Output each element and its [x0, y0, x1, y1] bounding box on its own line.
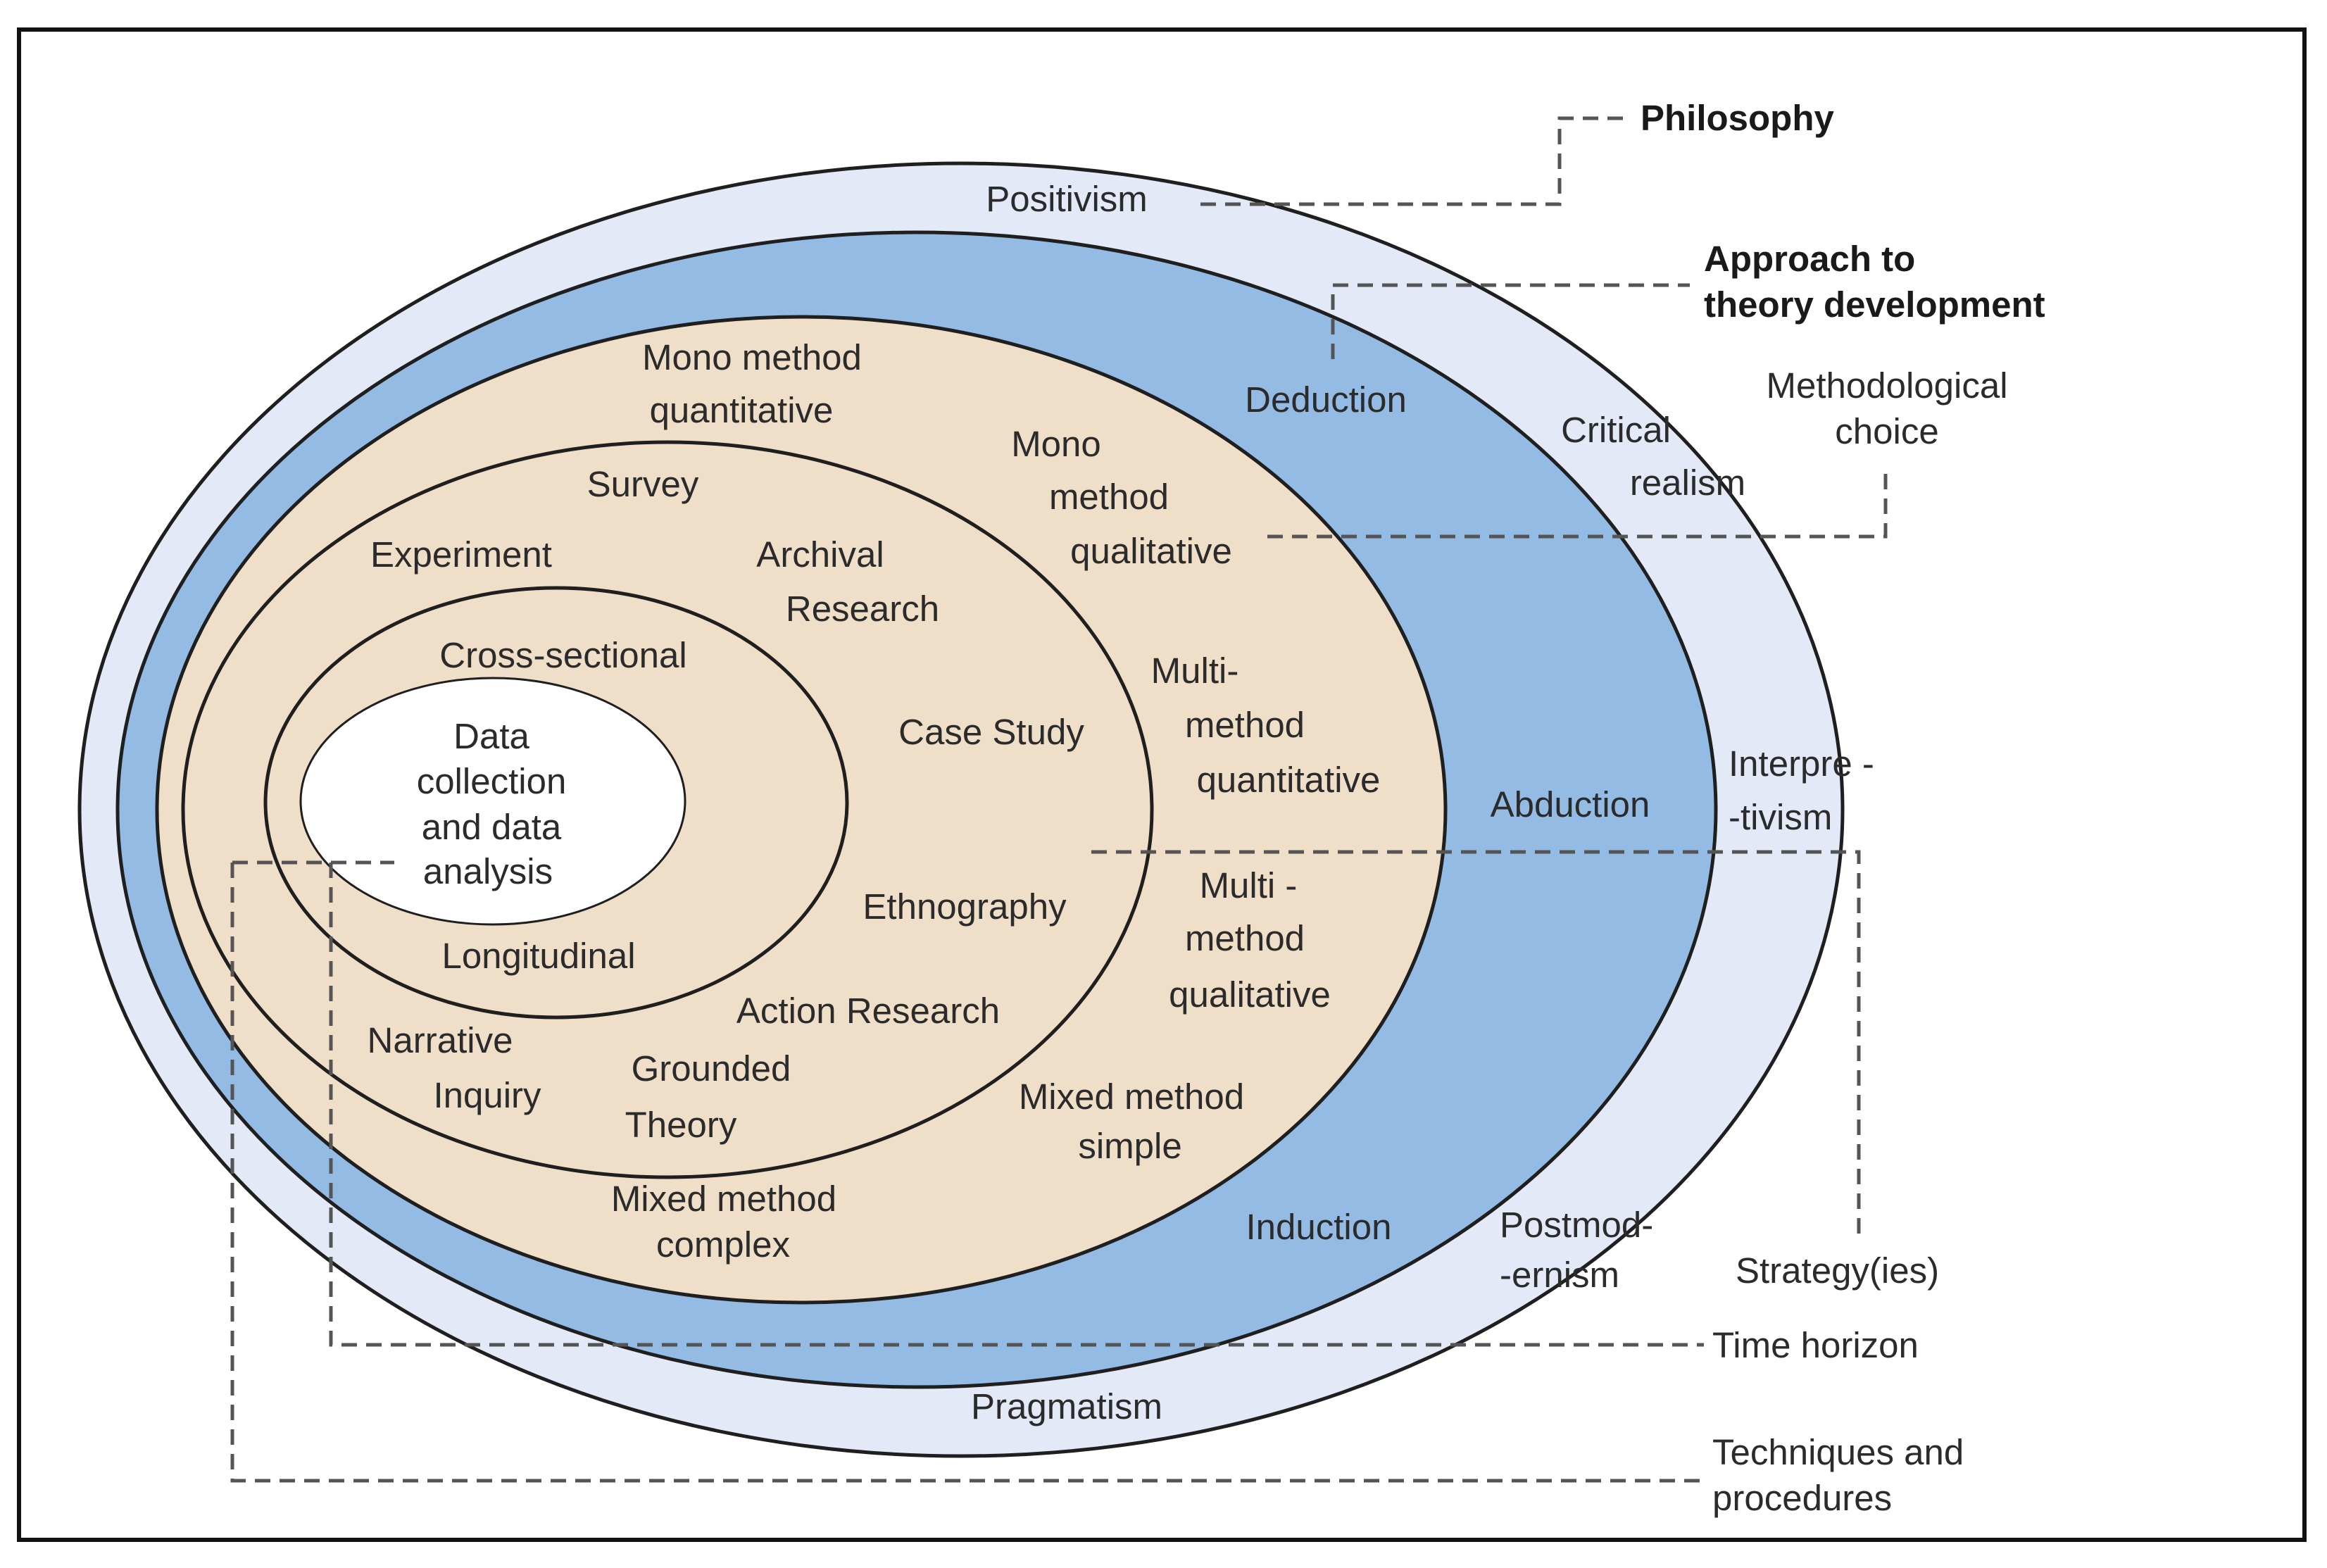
strategies-layer-label: Strategy(ies): [1736, 1250, 1939, 1291]
grounded-theory-label-line1: Grounded: [632, 1048, 791, 1089]
methodological-choice-label-line1: Methodological: [1766, 365, 2007, 406]
multi-qual-label-line3: qualitative: [1169, 974, 1331, 1015]
multi-quant-label-line2: method: [1185, 705, 1305, 745]
interpretivism-label-line2: -tivism: [1729, 797, 1832, 837]
mono-quant-label-line1: Mono method: [642, 337, 862, 377]
time-horizon-layer-label: Time horizon: [1712, 1325, 1919, 1365]
survey-label: Survey: [587, 464, 699, 504]
action-research-label: Action Research: [736, 991, 1000, 1031]
archival-research-label-line2: Research: [786, 589, 939, 629]
methodological-choice-leader-line: [1267, 465, 1888, 539]
techniques-layer-label-line1: Techniques and: [1712, 1432, 1964, 1472]
mono-qual-label-line3: qualitative: [1070, 531, 1232, 571]
mono-qual-label-line2: method: [1049, 477, 1169, 517]
philosophy-layer-label: Philosophy: [1641, 98, 1834, 138]
archival-research-label-line1: Archival: [756, 534, 884, 575]
philosophy-leader-line: [1200, 116, 1632, 206]
deduction-label: Deduction: [1245, 380, 1407, 420]
critical-realism-label-line1: Critical: [1561, 410, 1671, 450]
mixed-complex-label-line2: complex: [656, 1224, 790, 1265]
critical-realism-label-line2: realism: [1630, 463, 1745, 503]
induction-label: Induction: [1246, 1207, 1392, 1247]
multi-qual-label-line2: method: [1185, 918, 1305, 958]
mono-quant-label-line2: quantitative: [650, 390, 834, 430]
core-label-line4: analysis: [423, 851, 553, 891]
core-label-line3: and data: [422, 807, 562, 847]
narrative-inquiry-label-line1: Narrative: [368, 1020, 513, 1060]
grounded-theory-label-line2: Theory: [625, 1105, 737, 1145]
narrative-inquiry-label-line2: Inquiry: [433, 1075, 541, 1115]
ethnography-label: Ethnography: [863, 886, 1067, 927]
approach-leader-line: [1331, 283, 1690, 359]
mixed-simple-label-line1: Mixed method: [1019, 1077, 1244, 1117]
multi-quant-label-line3: quantitative: [1197, 760, 1381, 800]
data-collection-core: [299, 677, 686, 926]
mixed-simple-label-line2: simple: [1078, 1126, 1181, 1166]
methodological-choice-label-line2: choice: [1835, 411, 1938, 451]
time-horizon-leader-line: [329, 863, 1704, 1347]
pragmatism-label: Pragmatism: [971, 1386, 1162, 1426]
experiment-label: Experiment: [370, 534, 552, 575]
core-label-line1: Data: [453, 716, 529, 756]
cross-sectional-label: Cross-sectional: [439, 635, 686, 675]
multi-qual-label-line1: Multi -: [1200, 865, 1298, 905]
postmodernism-label-line1: Postmod-: [1500, 1205, 1653, 1245]
approach-layer-label-line1: Approach to: [1704, 239, 1915, 279]
case-study-label: Case Study: [898, 712, 1084, 752]
positivism-label: Positivism: [986, 179, 1148, 219]
longitudinal-label: Longitudinal: [441, 936, 635, 976]
interpretivism-label-line1: Interpre -: [1729, 744, 1874, 784]
strategy-leader-line: [1091, 850, 1861, 1239]
core-label-line2: collection: [417, 761, 567, 801]
techniques-layer-label-line2: procedures: [1712, 1478, 1892, 1518]
approach-layer-label-line2: theory development: [1704, 284, 2045, 325]
mixed-complex-label-line1: Mixed method: [611, 1179, 836, 1219]
techniques-leader-line: [230, 860, 1704, 1483]
mono-qual-label-line1: Mono: [1011, 424, 1101, 464]
multi-quant-label-line1: Multi-: [1151, 651, 1239, 691]
postmodernism-label-line2: -ernism: [1500, 1255, 1619, 1295]
abduction-label: Abduction: [1491, 784, 1650, 824]
